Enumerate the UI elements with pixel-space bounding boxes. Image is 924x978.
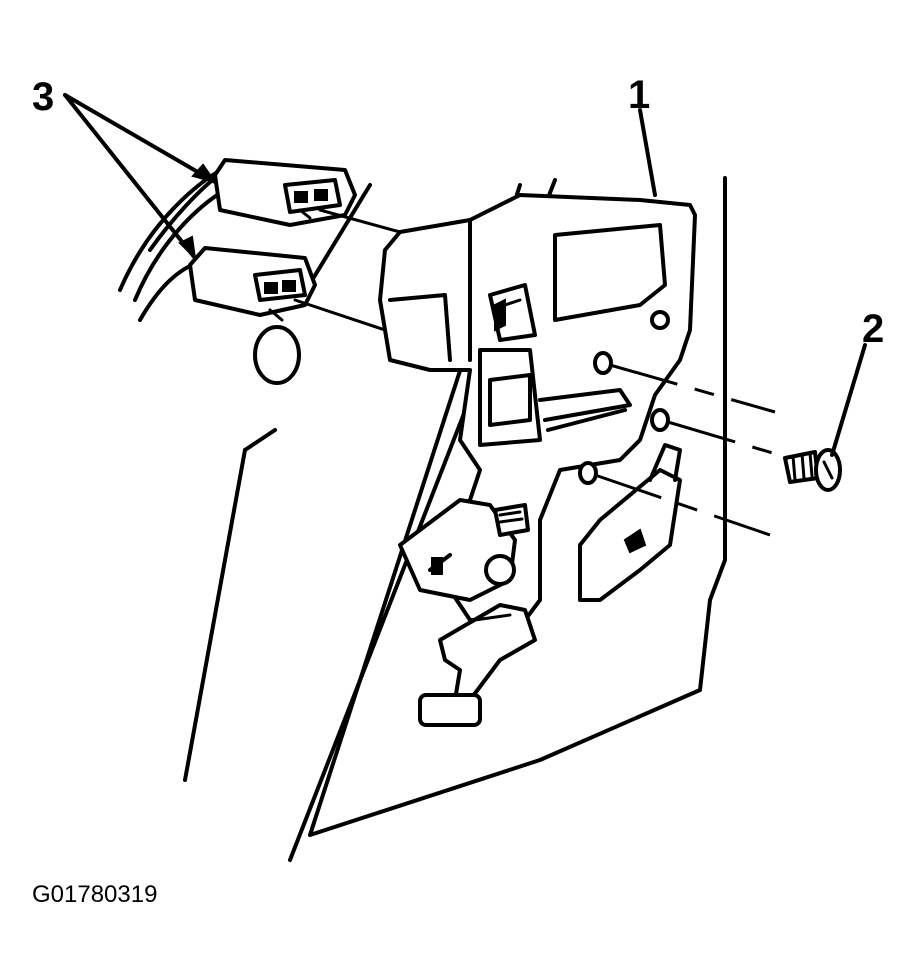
callout-1-label: 1 (628, 73, 650, 117)
screw-holes (578, 351, 670, 485)
callout-2-label: 2 (862, 307, 884, 351)
screw (783, 448, 842, 492)
callout-3-label: 3 (32, 75, 54, 119)
lower-connector (188, 246, 317, 385)
door-lock-actuator (378, 193, 697, 727)
figure-id: G01780319 (32, 881, 157, 908)
connector-leader-lines (293, 208, 402, 332)
callout-leaders (63, 93, 867, 457)
